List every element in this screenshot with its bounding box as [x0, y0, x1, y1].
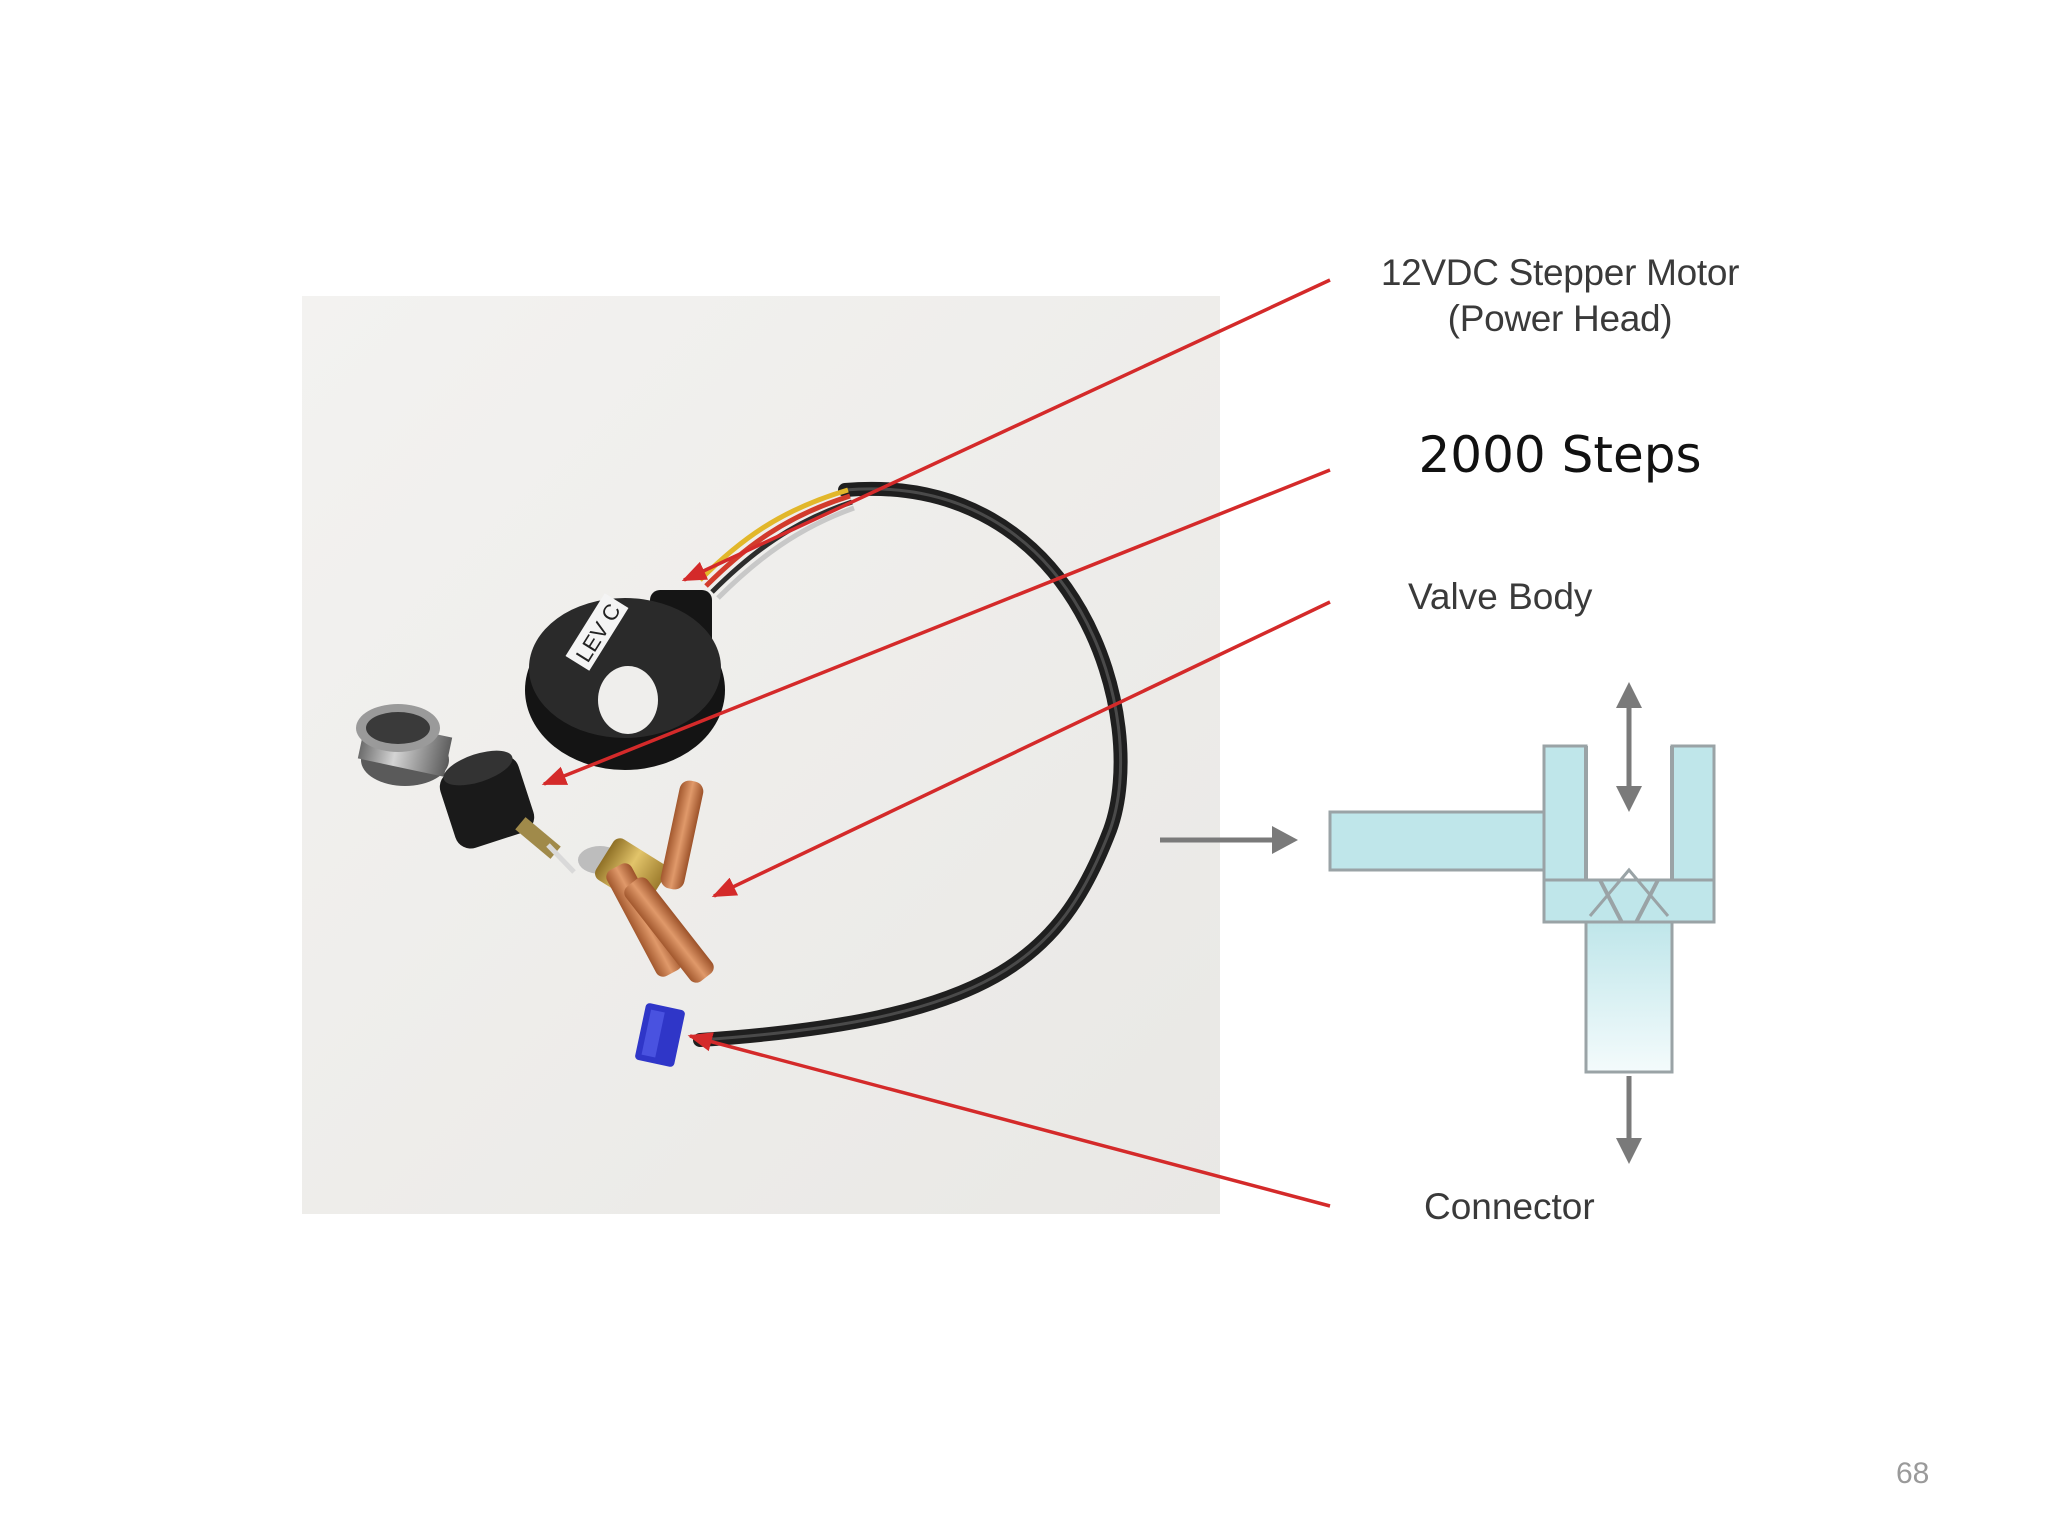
label-stepper-motor-line2: (Power Head) [1447, 298, 1673, 339]
callout-motor [681, 278, 1331, 582]
label-connector: Connector [1424, 1186, 1595, 1227]
label-stepper-motor-line1: 12VDC Stepper Motor [1380, 252, 1740, 293]
label-stepper-motor: 12VDC Stepper Motor (Power Head) [1300, 250, 1820, 342]
label-valve-body: Valve Body [1408, 576, 1593, 617]
valve-schematic [1160, 682, 1716, 1164]
outlet-flow-arrow [1616, 1076, 1642, 1164]
needle-travel-arrow [1616, 682, 1642, 812]
metal-can [356, 704, 453, 786]
callout-steps [541, 468, 1331, 786]
product-photo-background [302, 296, 1220, 1214]
label-steps: 2000 Steps [1418, 426, 1702, 484]
callout-connector [687, 1032, 1331, 1208]
valve-body [578, 780, 714, 983]
callout-valve-body [711, 600, 1331, 898]
callout-lines [541, 278, 1331, 1208]
blue-connector [635, 1003, 685, 1067]
inlet-flow-arrow [1160, 826, 1298, 854]
cable [693, 481, 1128, 1047]
rotor-assembly [439, 750, 576, 874]
page-number: 68 [1896, 1457, 1930, 1490]
